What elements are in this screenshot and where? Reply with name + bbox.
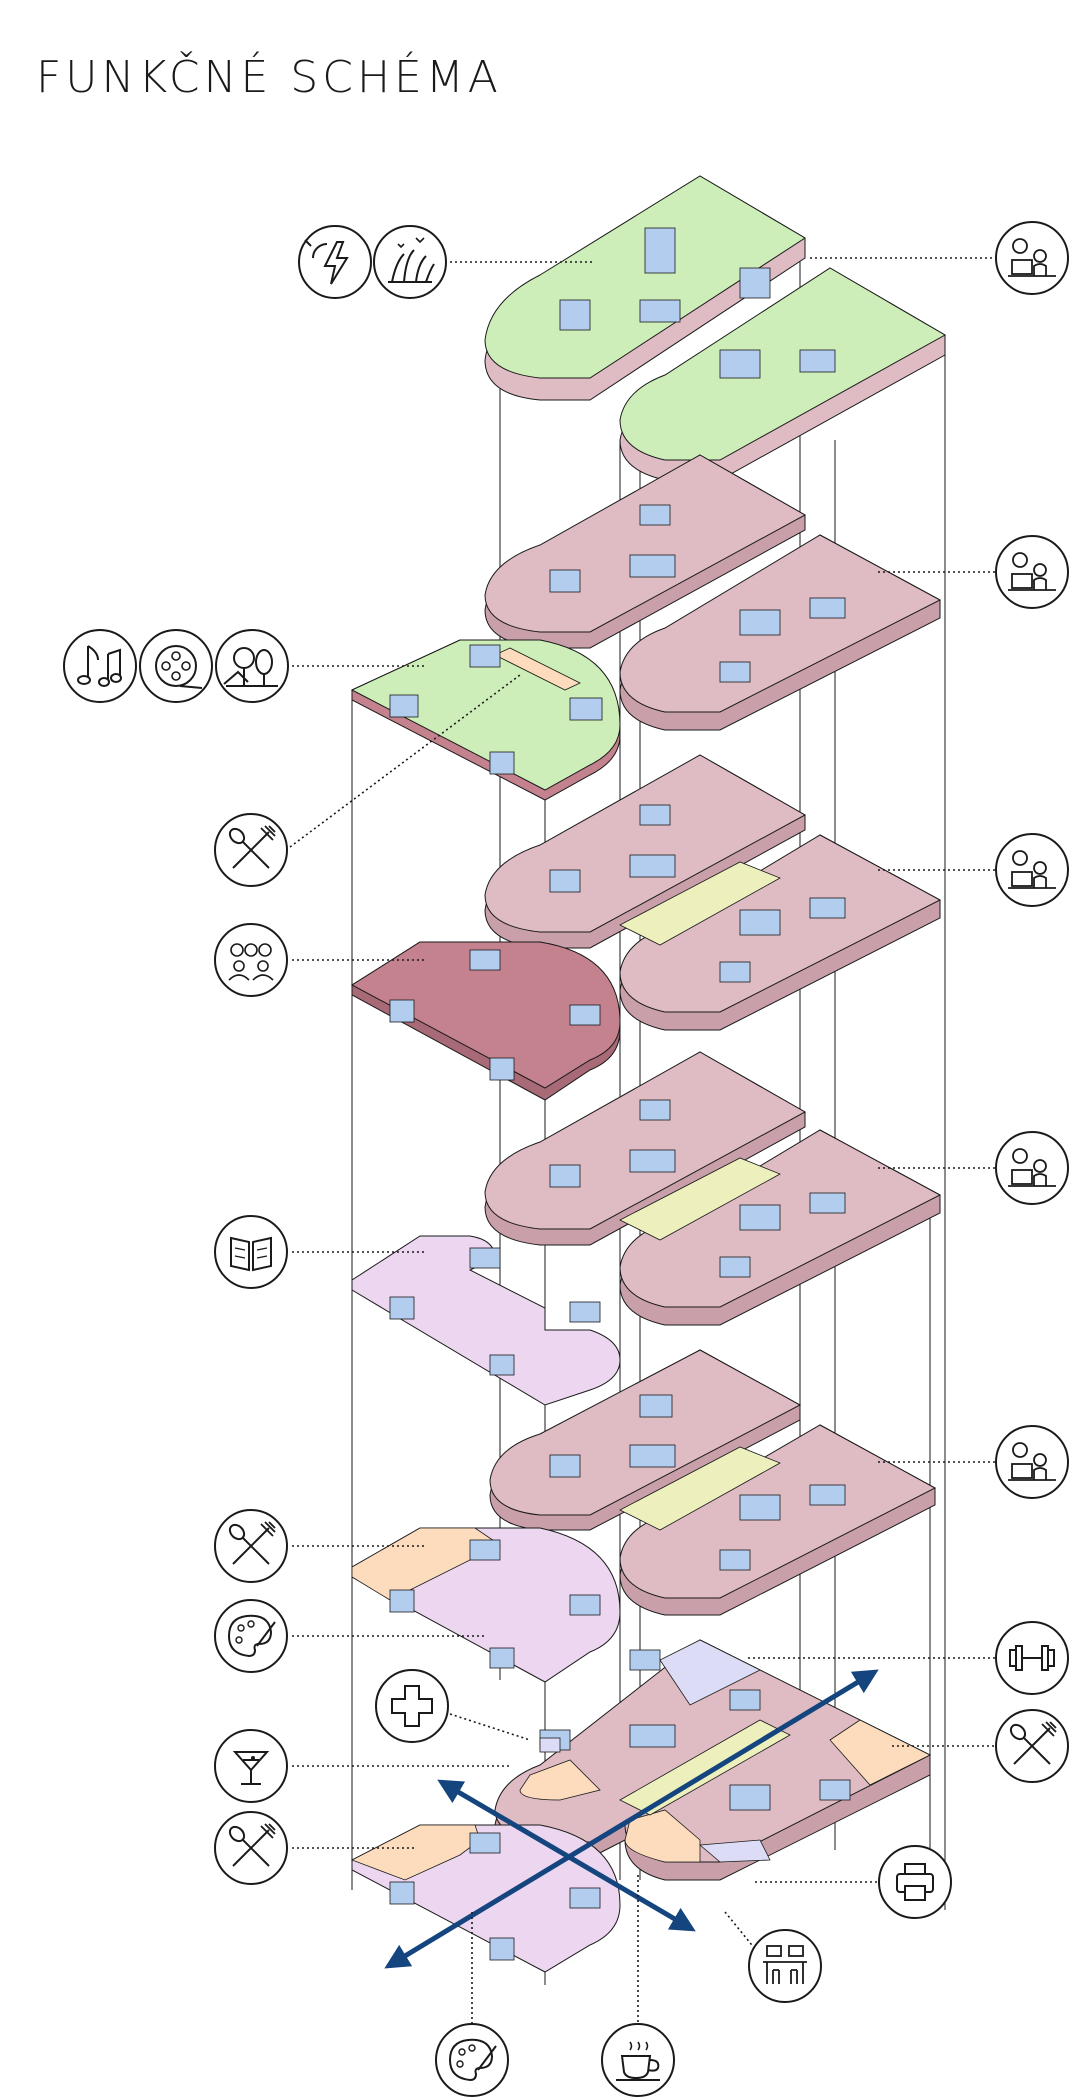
music-icon bbox=[63, 629, 137, 703]
core-block bbox=[559, 299, 591, 331]
energy-icon bbox=[298, 225, 372, 299]
level-restaurant-gallery bbox=[351, 1527, 621, 1683]
level-office-b bbox=[484, 754, 942, 1031]
office-worker-icon bbox=[995, 833, 1069, 907]
office-worker-icon bbox=[995, 1131, 1069, 1205]
coworking-icon bbox=[748, 1929, 822, 2003]
roof-level bbox=[484, 175, 947, 481]
office-worker-icon bbox=[995, 1425, 1069, 1499]
level-green-terrace bbox=[350, 639, 621, 801]
gym-icon bbox=[995, 1621, 1069, 1695]
level-library bbox=[351, 1235, 621, 1406]
core-block bbox=[639, 299, 681, 323]
level-office-c bbox=[484, 1051, 942, 1326]
leader-lines bbox=[285, 257, 995, 2030]
art-palette-icon bbox=[435, 2023, 509, 2097]
dining-icon bbox=[214, 1509, 288, 1583]
core-block bbox=[799, 349, 836, 373]
film-icon bbox=[139, 629, 213, 703]
office-worker-icon bbox=[995, 221, 1069, 295]
conference-icon bbox=[214, 923, 288, 997]
dining-icon bbox=[995, 1709, 1069, 1783]
core-block bbox=[739, 267, 771, 299]
medical-cross-icon bbox=[375, 1669, 449, 1743]
cocktail-icon bbox=[214, 1729, 288, 1803]
park-icon bbox=[215, 629, 289, 703]
office-worker-icon bbox=[995, 535, 1069, 609]
core-block bbox=[644, 227, 676, 274]
level-event-hall bbox=[351, 941, 621, 1101]
library-icon bbox=[214, 1215, 288, 1289]
access-arrows bbox=[384, 1669, 879, 1969]
garden-icon bbox=[373, 225, 447, 299]
dining-icon bbox=[214, 1811, 288, 1885]
level-office-a bbox=[484, 454, 942, 731]
level-office-d bbox=[489, 1349, 937, 1616]
core-block bbox=[719, 349, 761, 379]
printer-icon bbox=[878, 1845, 952, 1919]
dining-icon bbox=[214, 813, 288, 887]
page-title: FUNKČNÉ SCHÉMA bbox=[36, 52, 502, 103]
art-palette-icon bbox=[214, 1599, 288, 1673]
coffee-icon bbox=[601, 2023, 675, 2097]
level-ground-gallery bbox=[351, 1824, 621, 1973]
